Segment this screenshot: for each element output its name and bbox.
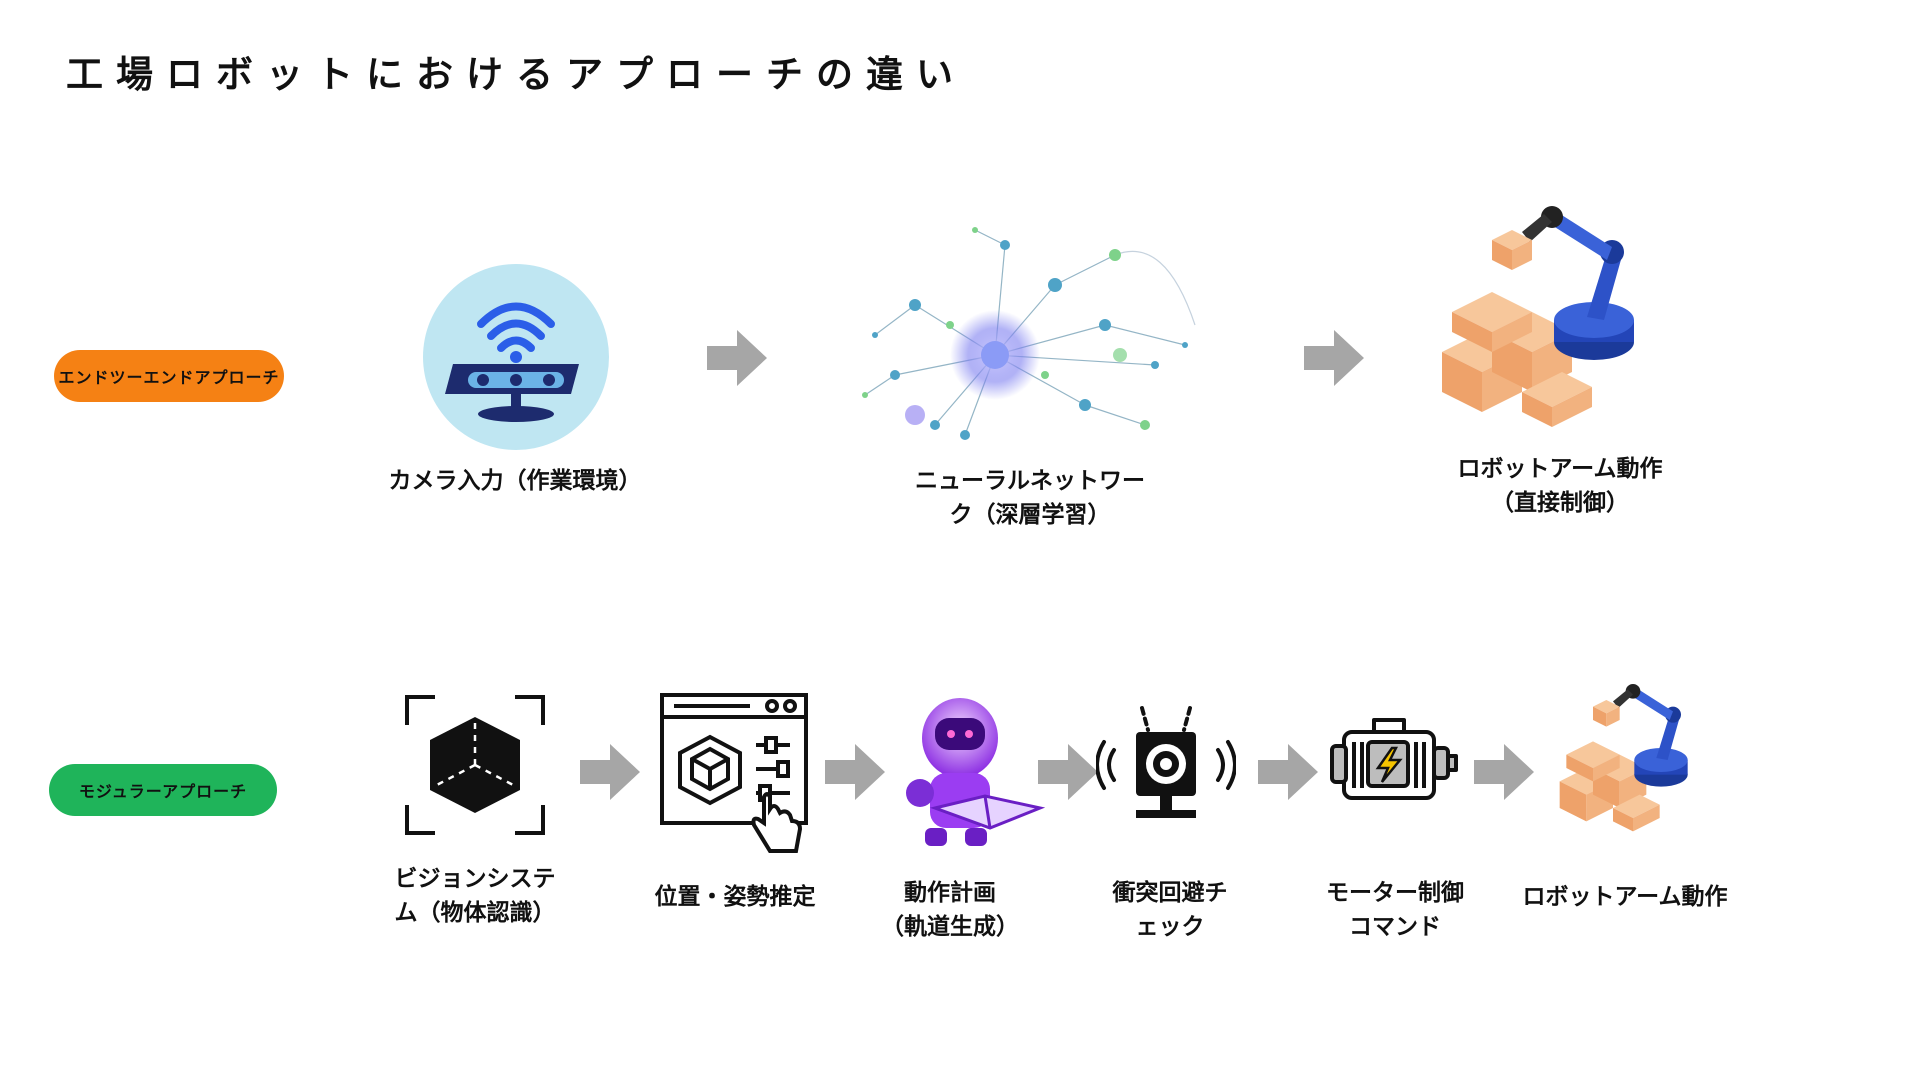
end-to-end-approach-pill: エンドツーエンドアプローチ: [54, 350, 284, 402]
collision-sensor-icon: [1096, 700, 1236, 825]
step-label: モーター制御 コマンド: [1326, 880, 1464, 940]
arrow-right-icon: [1304, 330, 1364, 386]
arrow-right-icon: [1038, 744, 1098, 800]
step-label: ロボットアーム動作: [1522, 884, 1728, 910]
arrow-right-icon: [580, 744, 640, 800]
step-label: ロボットアーム動作 （直接制御）: [1457, 456, 1663, 516]
pose-estimation-icon: [660, 693, 808, 857]
step-label: ニューラルネットワー ク（深層学習）: [915, 468, 1145, 528]
object-recognition-icon: [405, 695, 545, 835]
arrow-right-icon: [825, 744, 885, 800]
motor-icon: [1330, 718, 1458, 808]
page-title: 工場ロボットにおけるアプローチの違い: [66, 53, 966, 96]
robot-arm-icon: [1420, 182, 1660, 452]
arrow-right-icon: [707, 330, 767, 386]
robot-planning-icon: [895, 688, 1045, 848]
camera-sensor-icon: [423, 264, 609, 450]
robot-arm-icon: [1545, 668, 1705, 848]
arrow-right-icon: [1258, 744, 1318, 800]
modular-approach-pill: モジュラーアプローチ: [49, 764, 277, 816]
step-label: ビジョンシステ ム（物体認識）: [394, 866, 556, 926]
step-label: カメラ入力（作業環境）: [388, 468, 642, 494]
arrow-right-icon: [1474, 744, 1534, 800]
neural-network-icon: [855, 225, 1215, 450]
step-label: 衝突回避チ ェック: [1112, 880, 1228, 940]
step-label: 動作計画 （軌道生成）: [881, 880, 1019, 940]
step-label: 位置・姿勢推定: [654, 884, 816, 910]
